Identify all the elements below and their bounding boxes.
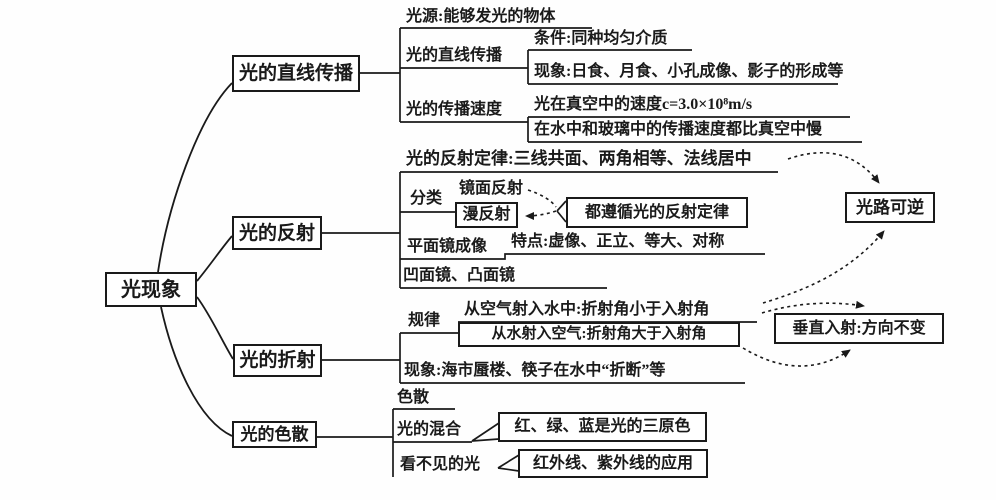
label-speed-vacuum: 光在真空中的速度c=3.0×10⁸m/s (534, 96, 753, 113)
label-refraction-phenomena: 现象:海市蜃楼、筷子在水中“折断”等 (404, 362, 666, 379)
label-rule: 规律 (408, 312, 441, 329)
label-dispersion: 色散 (397, 389, 430, 406)
curve-root-to-dispersion (160, 306, 233, 437)
label-classify: 分类 (410, 190, 443, 207)
node-diffuse-reflection: 漫反射 (455, 202, 518, 228)
node-root: 光现象 (105, 272, 197, 307)
node-straight-propagation: 光的直线传播 (232, 55, 360, 92)
arrow-fork-to-diffuse (525, 210, 557, 220)
node-light-path-reversible: 光路可逆 (845, 192, 935, 223)
node-dispersion: 光的色散 (232, 421, 317, 448)
curve-root-to-straight (157, 82, 233, 273)
label-plane-mirror: 平面镜成像 (407, 238, 488, 255)
node-water-to-air: 从水射入空气:折射角大于入射角 (458, 322, 740, 347)
node-invisible-light-apps: 红外线、紫外线的应用 (518, 449, 708, 478)
node-refraction: 光的折射 (233, 344, 322, 377)
label-air-to-water: 从空气射入水中:折射角小于入射角 (464, 301, 710, 318)
label-condition: 条件:同种均匀介质 (534, 30, 668, 47)
curve-root-to-reflection (196, 235, 233, 282)
label-light-source: 光源:能够发光的物体 (406, 8, 556, 25)
label-speed-medium: 在水中和玻璃中的传播速度都比真空中慢 (534, 121, 823, 138)
label-specular-reflection: 镜面反射 (459, 180, 524, 197)
node-reflection: 光的反射 (232, 216, 322, 250)
label-straight-sub: 光的直线传播 (406, 47, 503, 64)
node-follow-reflection-law: 都遵循光的反射定律 (566, 197, 748, 228)
label-speed: 光的传播速度 (406, 101, 503, 118)
arrow-specular-to-fork (527, 189, 557, 208)
label-mirror-traits: 特点:虚像、正立、等大、对称 (511, 233, 725, 250)
arrow-water-air-to-vertical (742, 347, 851, 367)
node-three-primary-colors: 红、绿、蓝是光的三原色 (498, 412, 707, 442)
node-vertical-incidence: 垂直入射:方向不变 (774, 313, 944, 344)
fork-lines (471, 200, 567, 472)
root-branch-curves (157, 82, 234, 437)
fork-to-primary-colors-box (471, 422, 500, 442)
label-light-mixing: 光的混合 (397, 421, 462, 438)
curve-root-to-refraction (196, 296, 234, 360)
label-curved-mirrors: 凹面镜、凸面镜 (403, 267, 516, 284)
arrow-law-to-reversible (787, 152, 880, 184)
dotted-arrows (525, 152, 885, 367)
fork-to-invisible-apps-box (497, 454, 520, 472)
arrow-air-water-to-vertical (761, 300, 865, 314)
label-reflection-law: 光的反射定律:三线共面、两角相等、法线居中 (406, 149, 752, 168)
label-straight-phenomena: 现象:日食、月食、小孔成像、影子的形成等 (534, 63, 844, 80)
fork-to-follow-law-box (556, 200, 567, 223)
label-invisible-light: 看不见的光 (400, 456, 481, 473)
arrow-refraction-to-reversible (762, 230, 885, 304)
